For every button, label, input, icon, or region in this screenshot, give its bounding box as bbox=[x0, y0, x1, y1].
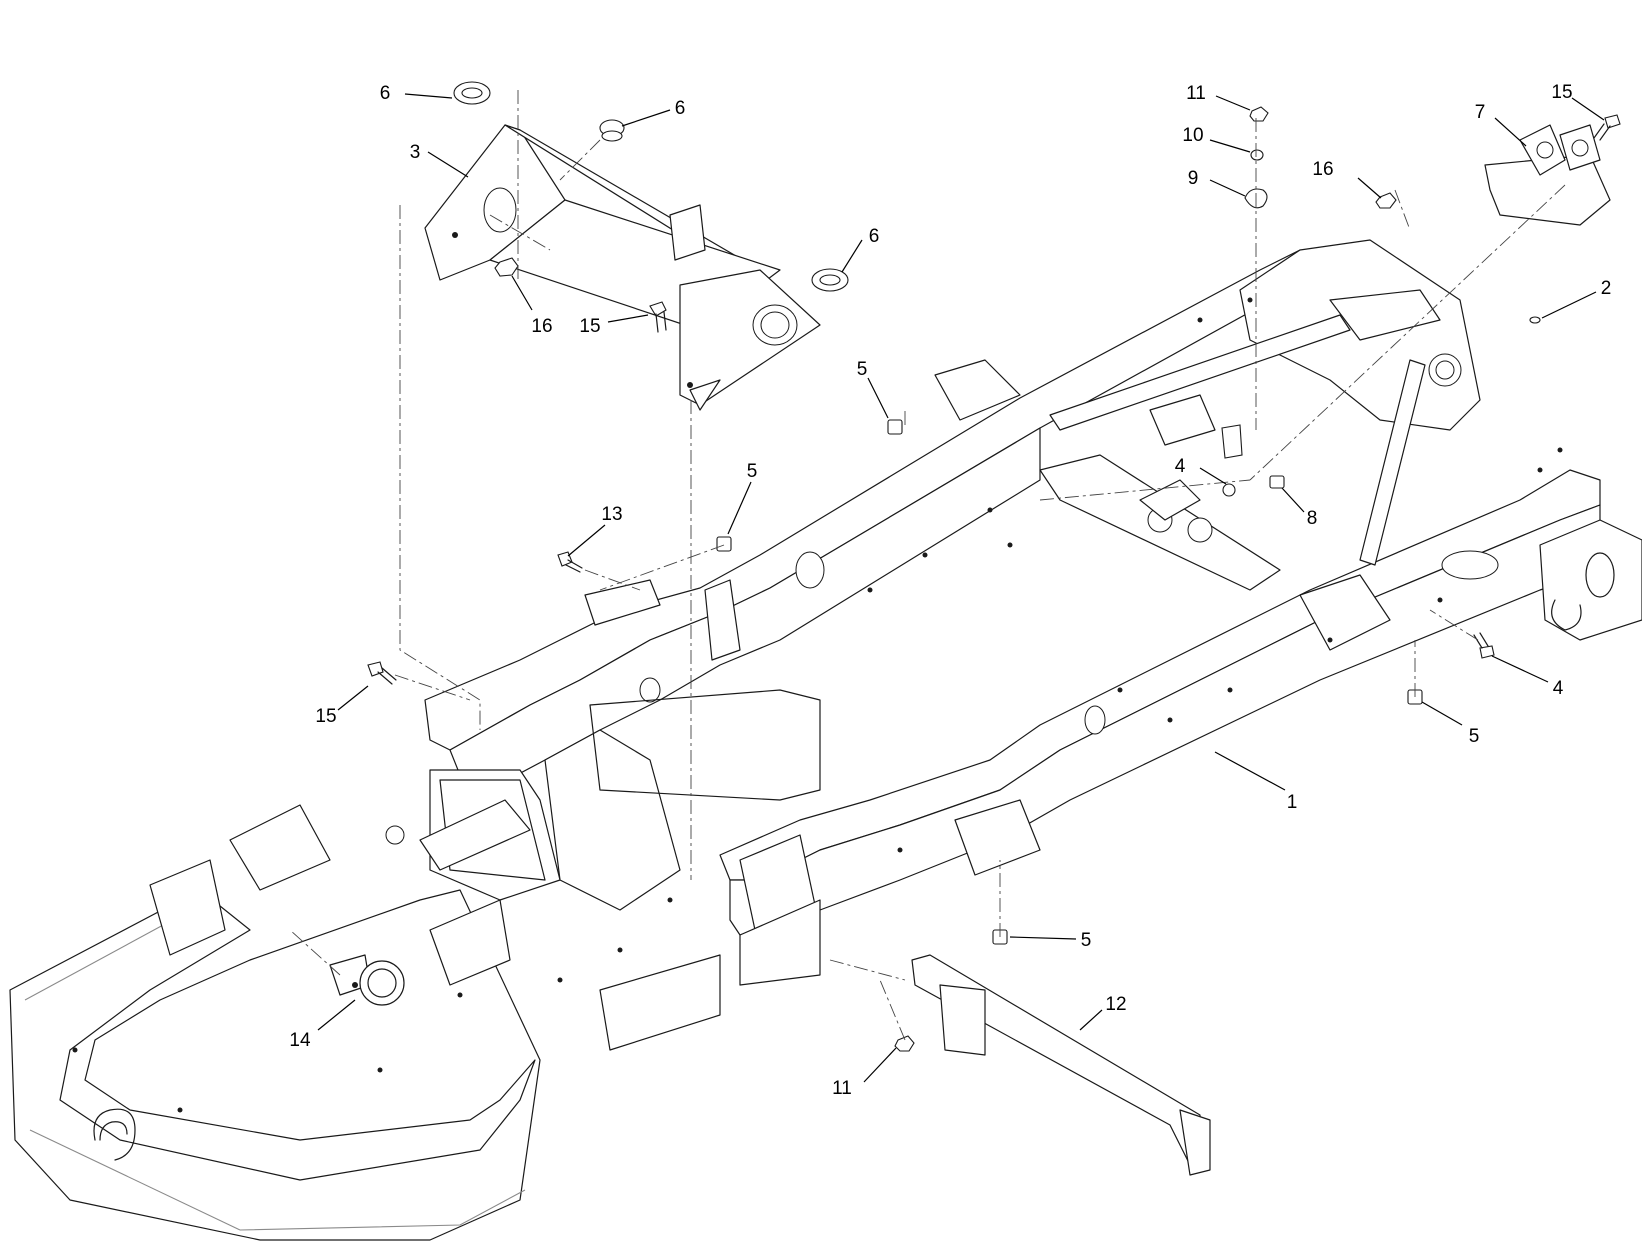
clip-5a bbox=[887, 419, 903, 435]
front-bar bbox=[911, 954, 1211, 1176]
callout-10: 10 bbox=[1182, 125, 1203, 146]
callout-12: 12 bbox=[1105, 994, 1126, 1015]
callout-6c: 6 bbox=[869, 226, 880, 247]
nut-11b bbox=[894, 1035, 915, 1052]
callout-16b: 16 bbox=[1312, 159, 1333, 180]
callout-11b: 11 bbox=[832, 1078, 852, 1099]
rops-mount-bracket bbox=[424, 124, 821, 411]
callout-1: 1 bbox=[1287, 792, 1298, 813]
clip-5b bbox=[716, 536, 732, 552]
callout-14: 14 bbox=[289, 1030, 311, 1051]
washer-10 bbox=[1250, 149, 1264, 161]
callout-5d: 5 bbox=[1081, 930, 1092, 951]
bolt-15c bbox=[1593, 114, 1621, 141]
callout-5c: 5 bbox=[1469, 726, 1480, 747]
bolt-15a bbox=[649, 301, 667, 333]
callout-4b: 4 bbox=[1553, 678, 1564, 699]
callout-15b: 15 bbox=[315, 706, 336, 727]
callout-6b: 6 bbox=[675, 98, 686, 119]
clip-8 bbox=[1269, 475, 1285, 489]
callout-7: 7 bbox=[1475, 102, 1486, 123]
callout-8: 8 bbox=[1307, 508, 1318, 529]
grommet-3 bbox=[811, 268, 849, 292]
main-frame bbox=[9, 239, 1642, 1241]
grommet-2 bbox=[599, 119, 625, 142]
callout-9: 9 bbox=[1188, 168, 1199, 189]
callout-2: 2 bbox=[1601, 278, 1612, 299]
nut-16b bbox=[1375, 192, 1397, 209]
callout-3: 3 bbox=[410, 142, 421, 163]
callout-leaders bbox=[317, 93, 1605, 1083]
tube-bracket bbox=[1221, 424, 1243, 459]
callout-11a: 11 bbox=[1186, 83, 1206, 104]
fitting-2 bbox=[1529, 316, 1541, 324]
callout-5a: 5 bbox=[857, 359, 868, 380]
bolt-4a bbox=[1222, 483, 1236, 497]
callout-6a: 6 bbox=[380, 83, 391, 104]
nut-11a bbox=[1249, 106, 1269, 122]
callout-15c: 15 bbox=[1551, 82, 1572, 103]
callout-5b: 5 bbox=[747, 461, 758, 482]
horn bbox=[329, 954, 405, 1006]
grommet-1 bbox=[453, 81, 491, 105]
callout-labels: 6 6 3 6 16 15 5 5 13 15 11 10 9 16 7 15 … bbox=[289, 82, 1611, 1099]
nut-16a bbox=[494, 257, 519, 277]
bolt-15b bbox=[367, 661, 397, 685]
callout-4a: 4 bbox=[1175, 456, 1186, 477]
hardware bbox=[367, 81, 1621, 1052]
callout-16a: 16 bbox=[531, 316, 552, 337]
assembly-centerlines bbox=[289, 90, 1566, 1041]
bolt-4b bbox=[1473, 632, 1495, 659]
callout-13: 13 bbox=[601, 504, 622, 525]
hitch-bracket bbox=[1484, 124, 1611, 226]
callout-15a: 15 bbox=[579, 316, 600, 337]
